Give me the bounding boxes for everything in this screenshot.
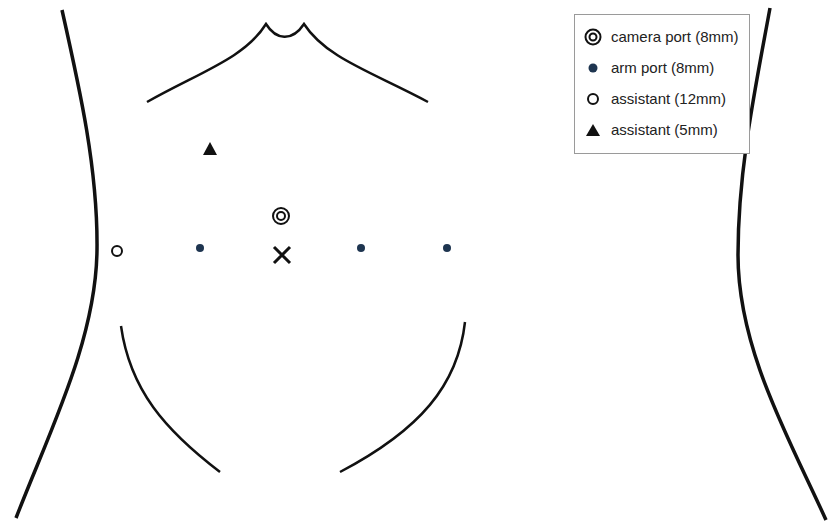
legend-label: camera port (8mm) xyxy=(611,28,739,45)
assistant-port-marker xyxy=(112,246,122,256)
camera-port-marker xyxy=(277,212,285,220)
right-iliac-line xyxy=(340,322,465,472)
legend-entry: arm port (8mm) xyxy=(583,52,739,83)
legend-entry: camera port (8mm) xyxy=(583,21,739,52)
legend-symbol xyxy=(583,89,603,109)
arm-port-marker xyxy=(196,244,204,252)
right-flank xyxy=(738,8,826,520)
legend-box: camera port (8mm) arm port (8mm) assistant… xyxy=(574,14,750,154)
legend-symbol xyxy=(583,120,603,140)
legend-label: assistant (12mm) xyxy=(611,90,726,107)
left-flank xyxy=(16,10,97,518)
left-iliac-line xyxy=(121,326,220,472)
legend-label: assistant (5mm) xyxy=(611,121,718,138)
camera-port-marker xyxy=(273,208,289,224)
legend-entry: assistant (5mm) xyxy=(583,114,739,145)
umbilicus-mark xyxy=(274,247,290,263)
legend-label: arm port (8mm) xyxy=(611,59,714,76)
legend-symbol xyxy=(583,27,603,47)
legend-symbol xyxy=(583,58,603,78)
arm-port-marker xyxy=(357,244,365,252)
arm-port-marker xyxy=(443,244,451,252)
rib-margin xyxy=(147,24,428,102)
legend-entry: assistant (12mm) xyxy=(583,83,739,114)
assistant-port-marker xyxy=(203,142,217,155)
